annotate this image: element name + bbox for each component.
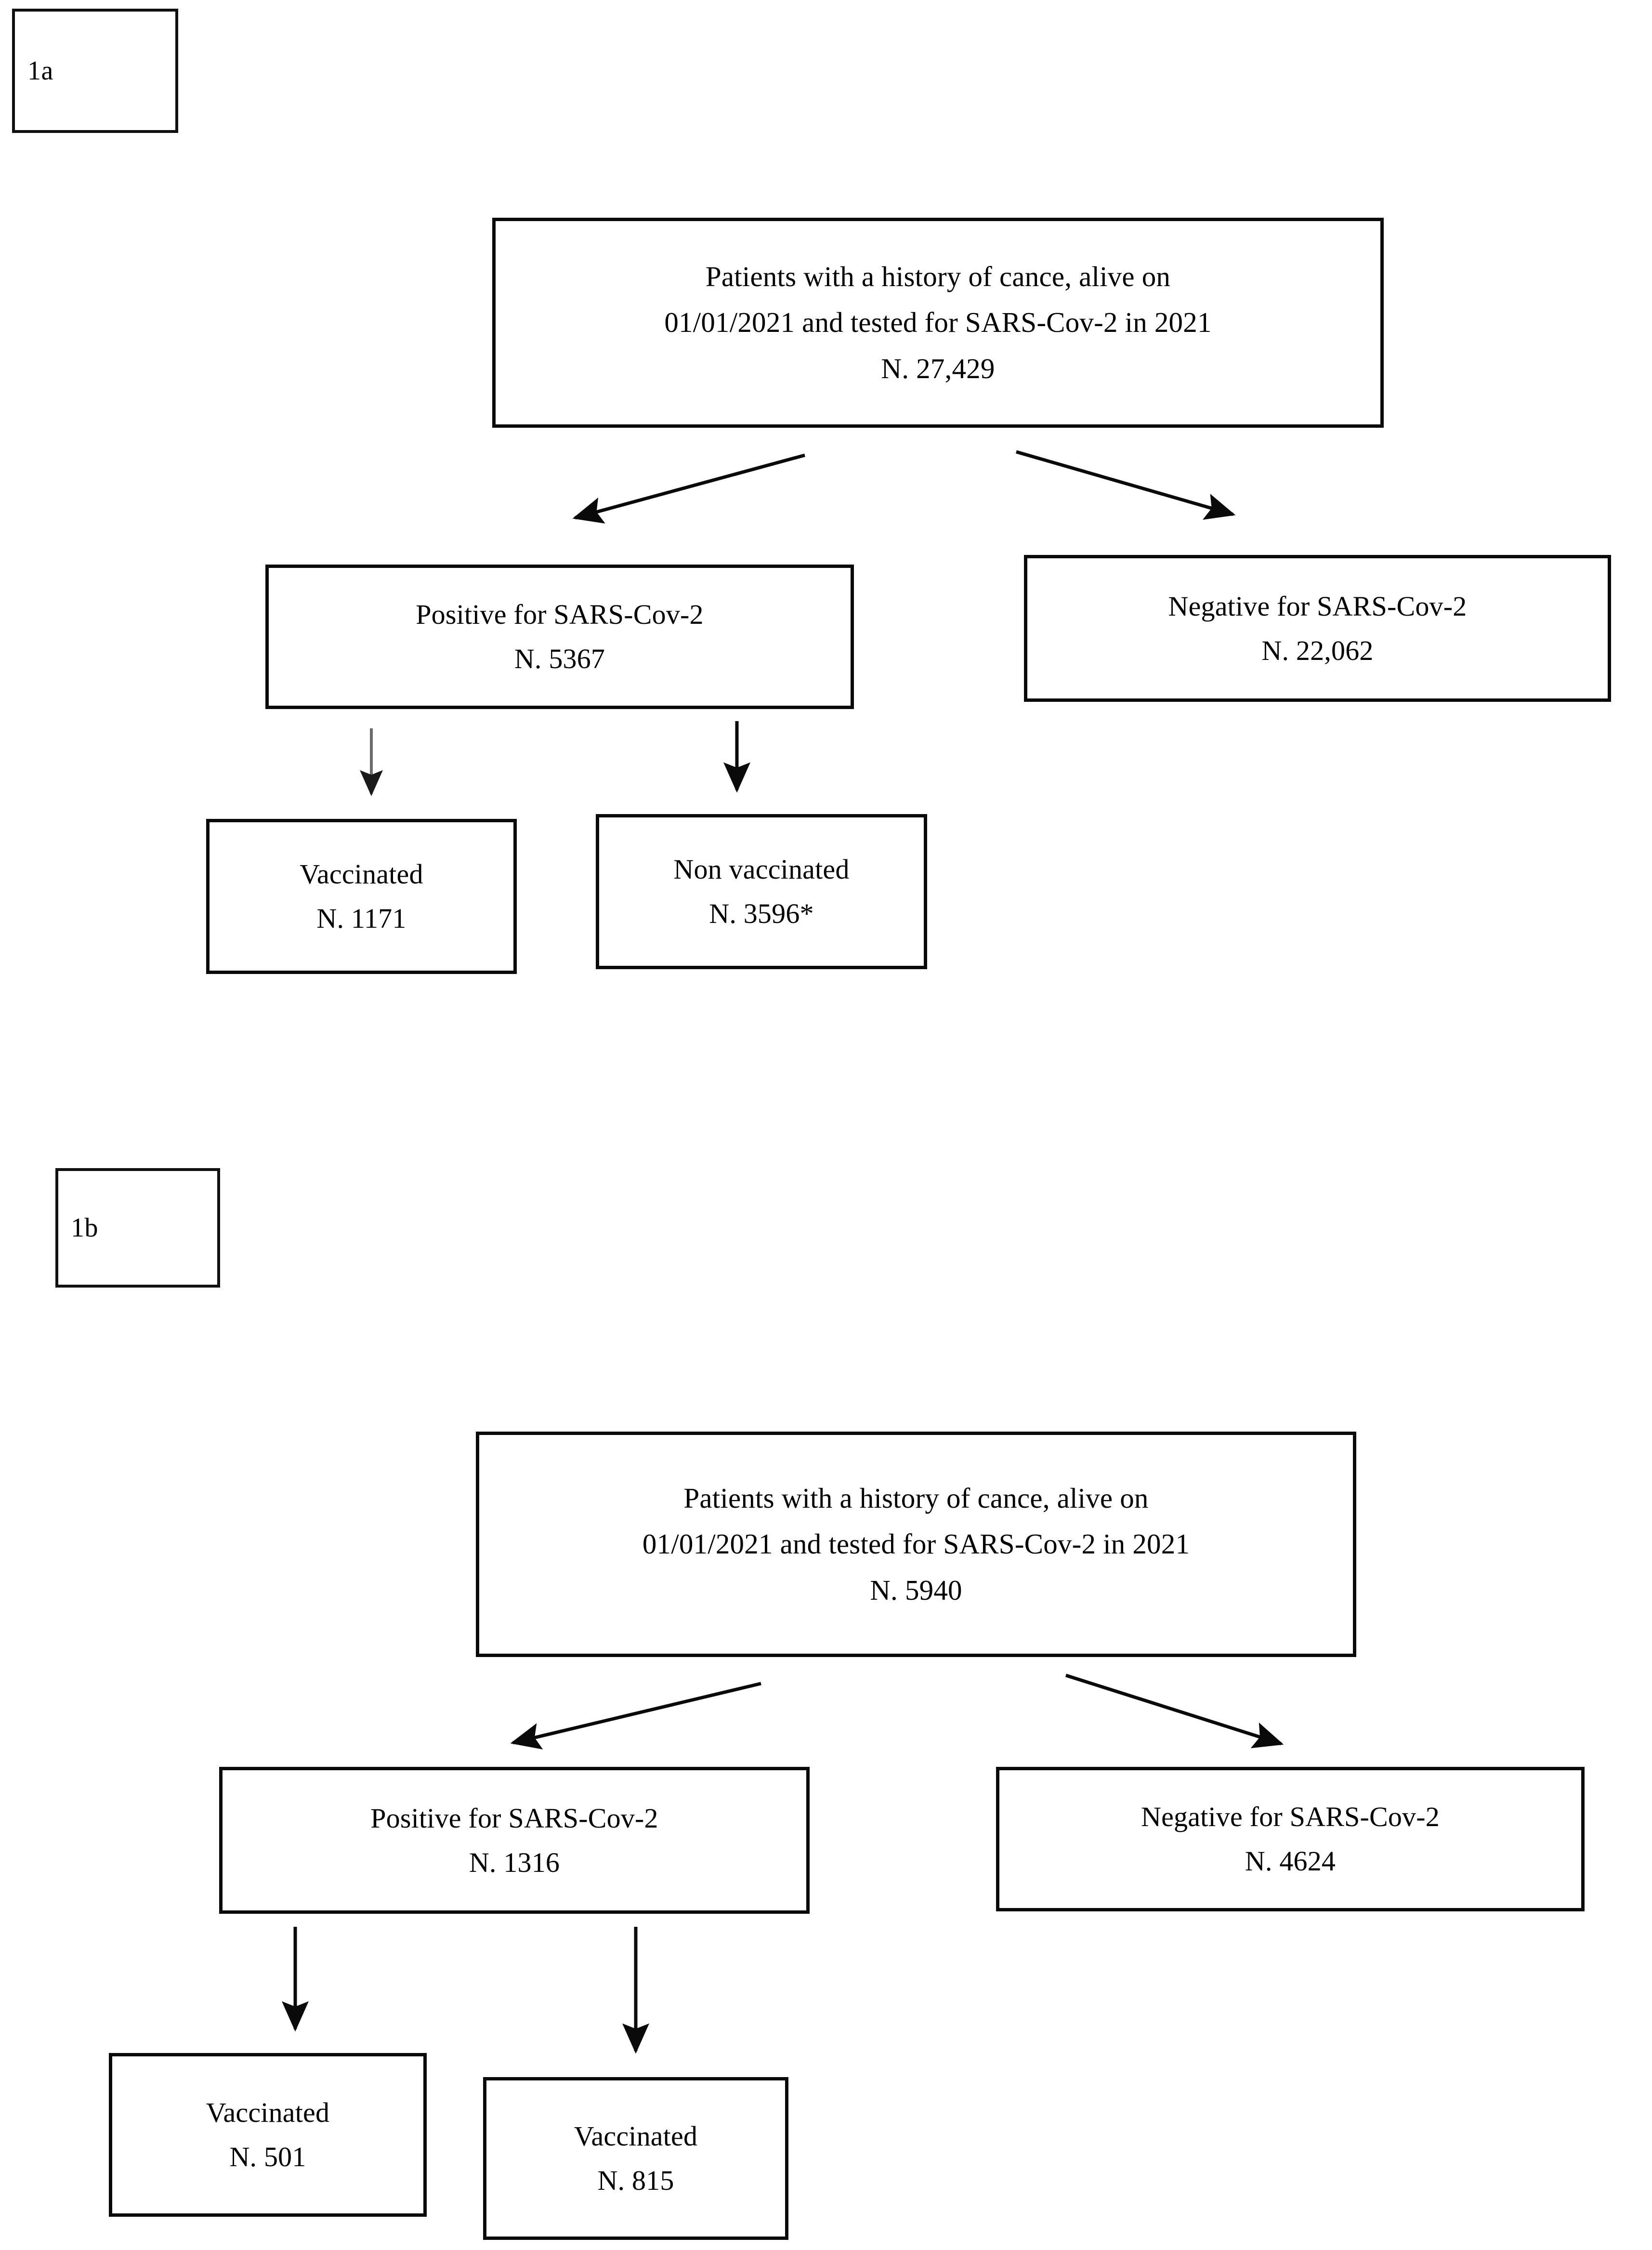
node-1a-negative: Negative for SARS-Cov-2 N. 22,062 <box>1024 555 1611 702</box>
node-1b-vaccinated-right: Vaccinated N. 815 <box>483 2077 788 2240</box>
node-1b-vaccinated-left-line2: N. 501 <box>229 2141 306 2172</box>
node-1b-positive: Positive for SARS-Cov-2 N. 1316 <box>219 1767 810 1914</box>
node-1a-vaccinated-line2: N. 1171 <box>316 903 406 934</box>
node-1a-root-line2: 01/01/2021 and tested for SARS-Cov-2 in … <box>664 306 1212 339</box>
edge-1b-root-to-positive <box>510 1682 761 1750</box>
edge-1a-root-to-positive <box>572 453 805 524</box>
edge-1a-root-to-negative <box>1016 450 1236 520</box>
node-1a-positive: Positive for SARS-Cov-2 N. 5367 <box>265 565 854 709</box>
panel-label-text-1a: 1a <box>27 56 53 86</box>
node-1b-root-line2: 01/01/2021 and tested for SARS-Cov-2 in … <box>642 1528 1190 1560</box>
node-1b-positive-line2: N. 1316 <box>469 1846 560 1878</box>
node-1a-positive-line1: Positive for SARS-Cov-2 <box>416 599 704 631</box>
node-1a-non-vaccinated-line1: Non vaccinated <box>673 854 850 885</box>
panel-label-text-1b: 1b <box>71 1213 98 1243</box>
node-1a-negative-line2: N. 22,062 <box>1261 634 1374 666</box>
node-1a-root-line3: N. 27,429 <box>881 352 995 384</box>
node-1b-vaccinated-right-line2: N. 815 <box>597 2165 674 2196</box>
node-1a-negative-line1: Negative for SARS-Cov-2 <box>1168 590 1467 622</box>
node-1a-root-line1: Patients with a history of cance, alive … <box>705 260 1171 292</box>
node-1b-negative-line1: Negative for SARS-Cov-2 <box>1141 1801 1440 1833</box>
node-1b-vaccinated-left: Vaccinated N. 501 <box>109 2053 427 2217</box>
node-1b-vaccinated-right-line1: Vaccinated <box>574 2120 698 2152</box>
node-1b-negative: Negative for SARS-Cov-2 N. 4624 <box>996 1767 1585 1911</box>
edge-1b-root-to-negative <box>1065 1673 1284 1749</box>
node-1a-root: Patients with a history of cance, alive … <box>492 218 1384 428</box>
panel-label-box-1a: 1a <box>12 9 178 133</box>
node-1b-root: Patients with a history of cance, alive … <box>476 1432 1356 1657</box>
node-1b-root-line3: N. 5940 <box>870 1574 962 1606</box>
node-1a-vaccinated: Vaccinated N. 1171 <box>206 819 517 974</box>
node-1a-non-vaccinated: Non vaccinated N. 3596* <box>596 814 927 969</box>
node-1a-vaccinated-line1: Vaccinated <box>300 858 423 890</box>
node-1b-vaccinated-left-line1: Vaccinated <box>206 2097 330 2129</box>
node-1b-negative-line2: N. 4624 <box>1245 1845 1336 1877</box>
panel-label-box-1b: 1b <box>55 1168 220 1288</box>
node-1a-positive-line2: N. 5367 <box>514 643 605 674</box>
node-1a-non-vaccinated-line2: N. 3596* <box>709 898 814 929</box>
node-1b-root-line1: Patients with a history of cance, alive … <box>683 1482 1149 1514</box>
node-1b-positive-line1: Positive for SARS-Cov-2 <box>370 1802 658 1834</box>
